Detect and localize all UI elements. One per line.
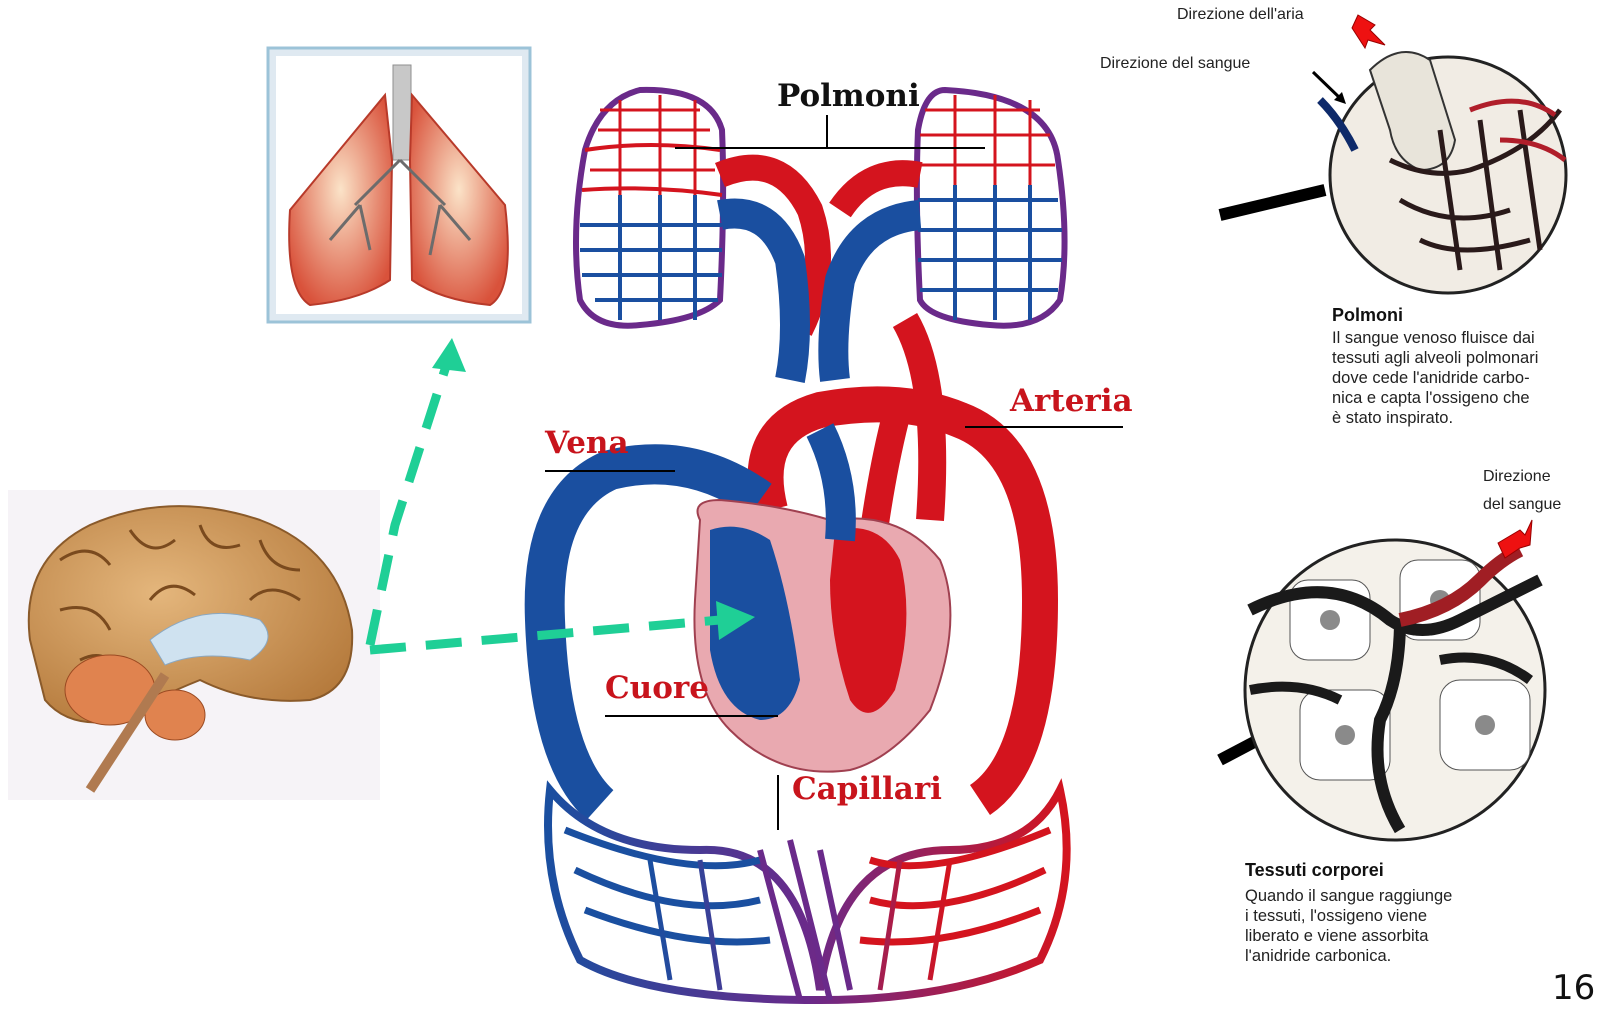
lung-caption-text: Il sangue venoso fluisce dai tessuti agl… [1332,328,1607,428]
left-lung-shape [576,90,723,326]
arrow-head-up [432,338,466,372]
tissue-caption-line: l'anidride carbonica. [1245,946,1545,966]
label-polmoni: Polmoni [777,78,920,114]
label-direction-blood-2: del sangue [1483,496,1561,514]
tissue-caption-line: i tessuti, l'ossigeno viene [1245,906,1545,926]
alveolus-inset [1313,15,1566,293]
label-arteria: Arteria [1010,383,1133,419]
tissue-inset [1245,520,1545,840]
tissue-caption-text: Quando il sangue raggiunge i tessuti, l'… [1245,886,1545,966]
label-cuore: Cuore [605,670,709,706]
connector-bar-bottom [1220,740,1258,760]
lung-caption-title: Polmoni [1332,305,1403,326]
lung-caption-line: tessuti agli alveoli polmonari [1332,348,1607,368]
label-vena: Vena [545,425,629,461]
lungs-illustration [268,48,530,322]
air-direction-arrow-icon [1352,15,1385,48]
lung-caption-line: Il sangue venoso fluisce dai [1332,328,1607,348]
label-direction-blood-1: Direzione [1483,468,1551,486]
lung-caption-line: nica e capta l'ossigeno che [1332,388,1607,408]
label-capillari: Capillari [792,771,942,807]
lung-caption-line: dove cede l'anidride carbo- [1332,368,1607,388]
tissue-caption-title: Tessuti corporei [1245,860,1384,881]
tissue-caption-line: Quando il sangue raggiunge [1245,886,1545,906]
label-direction-blood-top: Direzione del sangue [1100,55,1250,73]
brain-illustration [8,490,380,800]
lung-caption-line: è stato inspirato. [1332,408,1607,428]
heart-circulation [545,90,1123,1000]
connector-bar-top [1220,190,1325,215]
label-direction-air: Direzione dell'aria [1177,6,1304,24]
tissue-caption-line: liberato e viene assorbita [1245,926,1545,946]
page-number: 16 [1552,968,1595,1008]
